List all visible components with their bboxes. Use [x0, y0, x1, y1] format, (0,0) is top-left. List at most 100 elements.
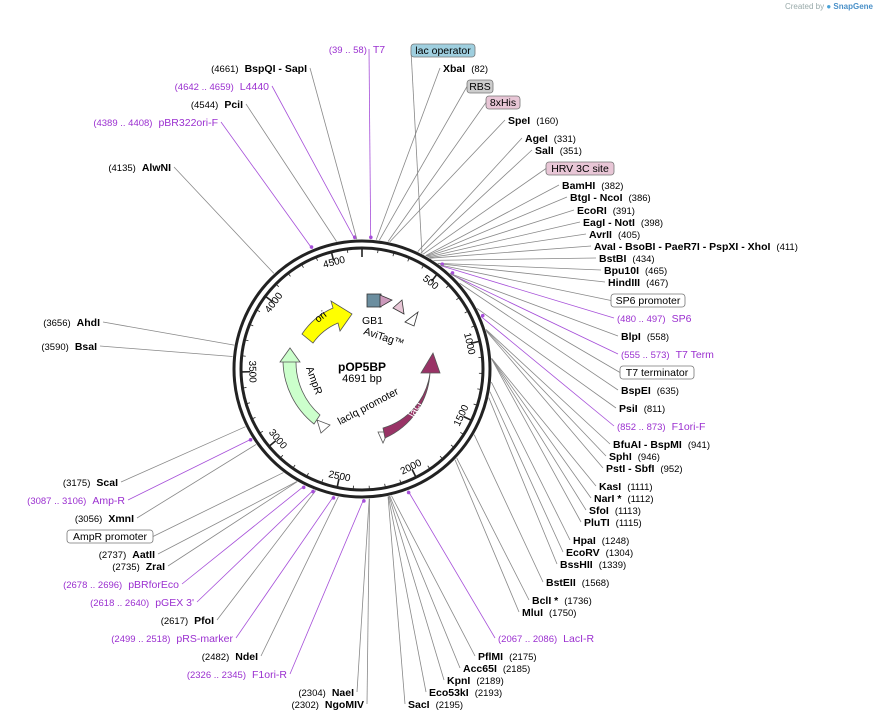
site-label-pgex-3: (2618 .. 2640)pGEX 3'	[90, 597, 194, 609]
enzyme-name-pflmi: PflMI	[478, 651, 503, 663]
site-label-scai: (3175)ScaI	[63, 477, 118, 489]
feature-box-hrv-3c-site	[545, 161, 615, 176]
leader-line-avai-bsobi-paer7i-pspxi-xhoi	[429, 245, 592, 259]
primer-name-laci-r: LacI-R	[563, 633, 594, 645]
tick-mark	[249, 324, 254, 327]
feature-box-label-ampr-promoter: AmpR promoter	[73, 531, 148, 543]
enzyme-name-kasi: KasI	[599, 481, 621, 493]
enzyme-name-btgi-ncoi: BtgI - NcoI	[570, 192, 623, 204]
leader-line-alwni	[173, 166, 275, 274]
enzyme-name-kpni: KpnI	[447, 675, 470, 687]
feature-ampr-head	[279, 347, 301, 363]
feature-gb1	[366, 293, 382, 308]
primer-range-pbr322ori-f: (4389 .. 4408)	[93, 118, 152, 129]
enzyme-name-scai: ScaI	[96, 477, 118, 489]
site-position-bsteii: (1568)	[582, 578, 609, 589]
tick-mark	[301, 264, 304, 268]
feature-box-8xhis	[485, 95, 521, 110]
enzyme-name-eagi-noti: EagI - NotI	[583, 217, 635, 229]
leader-line-bpu10i	[437, 263, 602, 271]
enzyme-name-bsteii: BstEII	[546, 577, 576, 589]
leader-line-bcli	[456, 457, 530, 601]
backbone-ticks	[241, 248, 483, 490]
site-position-saci: (2195)	[436, 700, 463, 711]
site-labels: (39 .. 58)T7XbaI(82)SpeI(160)AgeI(331)Sa…	[27, 44, 798, 711]
primer-marker-f1ori-f	[480, 313, 485, 318]
tick-mark	[251, 417, 256, 420]
feature-box-label-t7-terminator: T7 terminator	[626, 367, 689, 379]
site-position-bstbi: (434)	[632, 254, 654, 265]
site-position-hindiii: (467)	[646, 278, 668, 289]
tick-mark	[407, 257, 410, 262]
leader-line-btgi-ncoi	[426, 196, 568, 257]
site-position-mlui: (1750)	[549, 608, 576, 619]
primer-range-laci-r: (2067 .. 2086)	[498, 634, 557, 645]
site-label-eco53ki: Eco53kI(2193)	[429, 687, 502, 699]
primer-range-l4440: (4642 .. 4659)	[175, 82, 234, 93]
site-position-alwni: (4135)	[108, 163, 135, 174]
site-label-pfoi: (2617)PfoI	[161, 615, 214, 627]
leader-line-bsshii	[488, 397, 558, 565]
site-position-pfoi: (2617)	[161, 616, 188, 627]
leader-line-bspei	[459, 282, 619, 391]
leader-line-eco53ki	[387, 496, 427, 693]
primer-range-sp6: (480 .. 497)	[617, 314, 666, 325]
tick-mark	[473, 403, 478, 406]
site-label-avrii: AvrII(405)	[589, 229, 640, 241]
site-position-ecori: (391)	[613, 206, 635, 217]
site-position-agei: (331)	[554, 134, 576, 145]
feature-box-label-hrv-3c-site: HRV 3C site	[551, 163, 609, 175]
leader-line-ecori	[426, 209, 575, 257]
feature-label-ori: ori	[312, 309, 329, 326]
site-position-avai-bsobi-paer7i-pspxi-xhoi: (411)	[776, 242, 797, 253]
primer-name-f1ori-r: F1ori-R	[252, 669, 287, 681]
site-label-amp-r: (3087 .. 3106)Amp-R	[27, 495, 125, 507]
tick-mark	[384, 483, 386, 488]
enzyme-name-bamhi: BamHI	[562, 180, 595, 192]
enzyme-name-bstbi: BstBI	[599, 253, 627, 265]
enzyme-name-naei: NaeI	[332, 687, 354, 699]
leader-line-saci	[387, 496, 406, 705]
site-position-ahdi: (3656)	[43, 318, 70, 329]
feature-box-label-lac-operator: lac operator	[415, 45, 471, 57]
tick-mark	[463, 415, 472, 422]
leader-line-bsai	[99, 345, 233, 357]
enzyme-name-xmni: XmnI	[108, 513, 134, 525]
site-label-nari: NarI *(1112)	[594, 493, 654, 505]
site-label-zrai: (2735)ZraI	[112, 561, 165, 573]
primer-name-l4440: L4440	[240, 81, 269, 93]
site-label-mlui: MluI (1750)	[522, 607, 576, 619]
feature-ori	[301, 300, 353, 344]
leader-line-pluti	[491, 358, 582, 523]
leader-line-psii	[476, 308, 617, 409]
primer-marker-prs-marker	[331, 496, 336, 500]
enzyme-name-mlui: MluI	[522, 607, 543, 619]
tick-mark	[242, 387, 247, 389]
leader-line-l4440	[271, 85, 356, 240]
site-position-bfuai-bspmi: (941)	[688, 440, 710, 451]
site-position-ngomiv: (2302)	[291, 700, 318, 711]
enzyme-name-avai-bsobi-paer7i-pspxi-xhoi: AvaI - BsoBI - PaeR7I - PspXI - XhoI	[594, 241, 770, 253]
leader-line-acc65i	[389, 495, 461, 669]
feature-box-lac-operator	[410, 43, 476, 58]
site-position-bspqi-sapi: (4661)	[211, 64, 238, 75]
leader-line-t7-term	[450, 274, 619, 355]
leader-line-pbr322ori-f	[220, 121, 313, 250]
leader-line-hrv-3c-site	[422, 168, 547, 255]
primer-name-t7: T7	[373, 44, 385, 56]
site-label-btgi-ncoi: BtgI - NcoI(386)	[570, 192, 651, 204]
leader-line-xbai	[375, 67, 441, 240]
enzyme-name-bfuai-bspmi: BfuAI - BspMI	[613, 439, 682, 451]
site-label-bspqi-sapi: (4661)BspQI - SapI	[211, 63, 307, 75]
site-label-bamhi: BamHI(382)	[562, 180, 623, 192]
site-label-bsshii: BssHII(1339)	[560, 559, 626, 571]
tick-mark	[279, 454, 284, 459]
feature-ampr	[282, 356, 321, 425]
feature-box-ampr-promoter	[66, 529, 154, 544]
site-position-pflmi: (2175)	[509, 652, 536, 663]
primer-range-prs-marker: (2499 .. 2518)	[111, 634, 170, 645]
enzyme-name-zrai: ZraI	[146, 561, 165, 573]
enzyme-name-aatii: AatII	[132, 549, 155, 561]
feature-label-laciq-promoter: lacIq promoter	[336, 385, 401, 427]
primer-range-f1ori-f: (852 .. 873)	[617, 422, 666, 433]
